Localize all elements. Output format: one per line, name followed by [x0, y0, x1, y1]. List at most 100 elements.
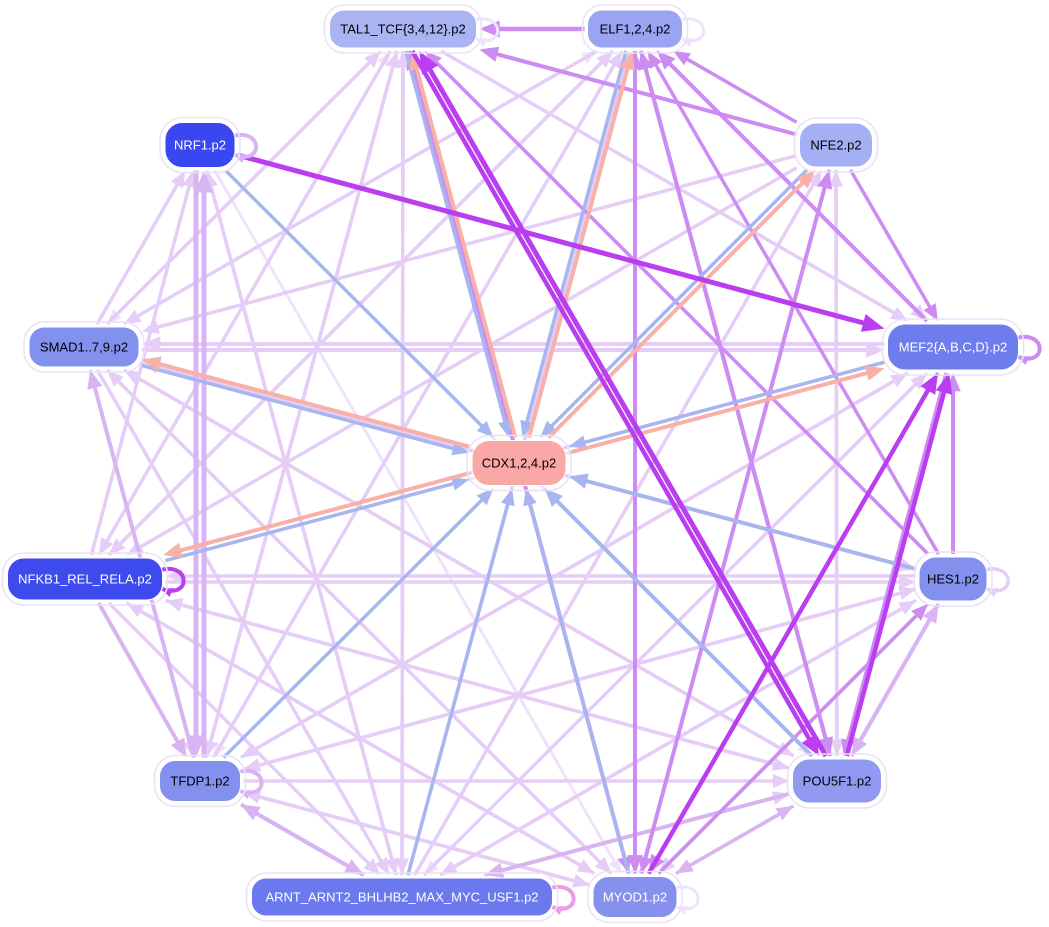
node-tal1[interactable]: TAL1_TCF{3,4,12}.p2	[323, 4, 483, 54]
node-box-tal1[interactable]	[329, 9, 477, 49]
node-box-myod1[interactable]	[592, 876, 678, 918]
edges-layer	[87, 20, 961, 888]
edge-arrowhead	[501, 488, 515, 507]
self-loop-arrowhead	[234, 154, 246, 163]
edge-arrowhead	[807, 170, 822, 188]
edge-arrowhead	[866, 342, 885, 358]
node-label-cdx: CDX1,2,4.p2	[482, 456, 556, 471]
edge-arrowhead	[910, 373, 927, 390]
self-loop-arrowhead	[986, 588, 998, 597]
edge-hes1-to-arnt	[440, 598, 917, 875]
edge-arrowhead	[98, 537, 114, 555]
edge-tfdp1-to-nrf1	[194, 170, 214, 758]
node-nrf1[interactable]: NRF1.p2	[159, 116, 241, 174]
node-box-arnt[interactable]	[251, 877, 553, 917]
node-nfkb1[interactable]: NFKB1_REL_RELA.p2	[1, 552, 169, 606]
edge-mef2-to-smad	[142, 336, 885, 352]
node-box-hes1[interactable]	[918, 556, 988, 602]
edge-elf1-to-myod1	[627, 51, 643, 874]
edge-line	[141, 363, 461, 453]
node-nfe2[interactable]: NFE2.p2	[793, 117, 879, 173]
self-loop-tfdp1	[237, 768, 264, 799]
edge-line	[404, 50, 509, 430]
node-myod1[interactable]: MYOD1.p2	[587, 870, 683, 924]
edge-smad-to-pou5f1	[123, 368, 794, 756]
edge-arrowhead	[569, 473, 589, 489]
edge-hes1-to-cdx	[569, 473, 917, 572]
edge-line	[657, 609, 923, 875]
node-cdx[interactable]: CDX1,2,4.p2	[466, 434, 572, 492]
edge-line	[151, 360, 470, 449]
node-mef2[interactable]: MEF2{A,B,C,D}.p2	[881, 318, 1025, 376]
node-arnt[interactable]: ARNT_ARNT2_BHLHB2_MAX_MYC_USF1.p2	[245, 872, 559, 922]
edge-myod1-to-cdx	[523, 488, 631, 874]
edge-arrowhead	[608, 857, 622, 874]
self-loop-path	[680, 17, 706, 43]
node-tfdp1[interactable]: TFDP1.p2	[153, 754, 247, 808]
edge-tal1-to-nfkb1	[98, 50, 392, 555]
edge-line	[646, 381, 935, 875]
node-smad[interactable]: SMAD1..7,9.p2	[23, 321, 145, 373]
node-label-myod1: MYOD1.p2	[603, 890, 667, 905]
edge-line	[410, 49, 816, 748]
node-halo	[581, 4, 689, 54]
edge-arrowhead	[343, 859, 364, 875]
edge-smad-to-arnt	[95, 369, 390, 875]
edge-line	[251, 587, 917, 769]
node-hes1[interactable]: HES1.p2	[913, 551, 993, 607]
node-box-cdx[interactable]	[471, 440, 567, 486]
edge-nfe2-to-elf1	[673, 51, 798, 124]
edge-arrowhead	[569, 435, 587, 449]
node-halo	[913, 551, 993, 607]
edge-nfe2-to-cdx	[540, 168, 809, 438]
node-label-nfkb1: NFKB1_REL_RELA.p2	[18, 572, 152, 587]
edge-arrowhead	[890, 306, 908, 321]
edge-nfe2-to-myod1	[638, 169, 832, 874]
node-box-mef2[interactable]	[887, 323, 1019, 371]
self-loop-arrowhead	[239, 790, 252, 799]
edge-arrowhead	[425, 51, 442, 68]
edge-elf1-to-cdx	[520, 50, 628, 438]
edge-tal1-to-arnt	[395, 50, 409, 875]
edge-line	[96, 602, 184, 750]
self-loop-path	[1015, 334, 1042, 361]
edge-arrowhead	[123, 309, 142, 324]
edge-line	[680, 54, 798, 124]
edge-pou5f1-to-arnt	[484, 791, 791, 878]
edge-arrowhead	[911, 604, 928, 621]
edge-arrowhead	[675, 859, 694, 874]
edge-smad-to-cdx	[141, 363, 469, 456]
edge-arrowhead	[142, 320, 160, 334]
edge-arrowhead	[451, 441, 469, 456]
edge-myod1-to-hes1	[657, 604, 928, 875]
edge-line	[834, 169, 839, 747]
edge-arrowhead	[796, 170, 816, 189]
edge-line	[844, 383, 949, 757]
node-box-nfe2[interactable]	[799, 122, 873, 168]
edge-elf1-to-pou5f1	[638, 50, 833, 756]
node-box-nrf1[interactable]	[164, 122, 236, 168]
edge-arrowhead	[363, 858, 381, 875]
node-box-nfkb1[interactable]	[7, 557, 163, 601]
node-box-elf1[interactable]	[587, 9, 683, 49]
edge-line	[550, 494, 814, 758]
node-halo	[786, 753, 888, 809]
edge-arrowhead	[498, 419, 512, 438]
node-box-tfdp1[interactable]	[159, 760, 241, 802]
node-elf1[interactable]: ELF1,2,4.p2	[581, 4, 689, 54]
self-loop-arrowhead	[551, 906, 564, 915]
node-pou5f1[interactable]: POU5F1.p2	[786, 753, 888, 809]
node-box-smad[interactable]	[28, 326, 140, 368]
node-box-pou5f1[interactable]	[792, 758, 882, 804]
edge-tfdp1-to-cdx	[222, 488, 494, 759]
self-loop-arrowhead	[1017, 356, 1030, 365]
edge-line	[150, 153, 797, 331]
edge-line	[95, 369, 387, 868]
edge-line	[493, 791, 791, 875]
edge-line	[400, 50, 405, 866]
node-label-arnt: ARNT_ARNT2_BHLHB2_MAX_MYC_USF1.p2	[265, 890, 538, 905]
edge-arrowhead	[479, 46, 500, 62]
edge-arrowhead	[186, 735, 206, 758]
edge-line	[412, 60, 518, 439]
